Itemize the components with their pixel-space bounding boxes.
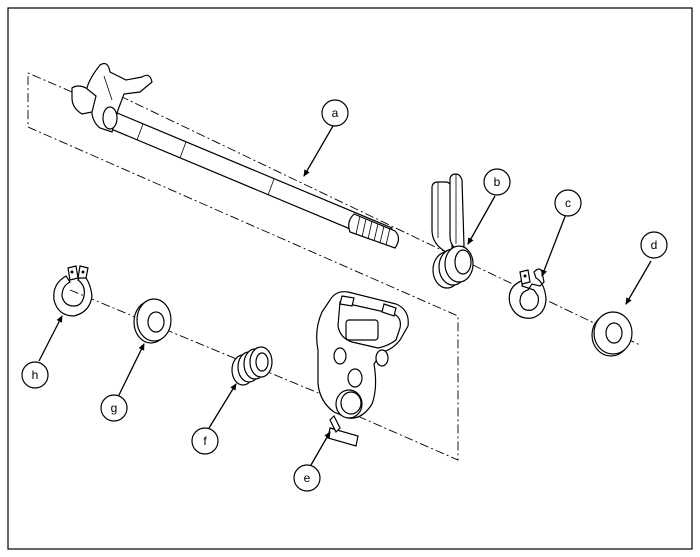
washer-d (591, 311, 633, 357)
circlip-c (508, 268, 547, 319)
washer-g (133, 298, 172, 344)
leader-lines (38, 125, 652, 466)
callout-a: a (321, 99, 349, 127)
callout-label: a (332, 106, 339, 120)
callout-f: f (191, 427, 219, 455)
callout-label: b (494, 175, 501, 189)
callout-g: g (100, 394, 128, 422)
shift-arm (316, 291, 409, 447)
callout-b: b (483, 168, 511, 196)
callout-c: c (554, 189, 582, 217)
callout-h: h (21, 361, 49, 389)
callout-label: h (32, 368, 39, 382)
diagram-frame (7, 7, 693, 550)
callout-label: c (565, 196, 571, 210)
callout-e: e (293, 464, 321, 492)
callout-label: f (203, 434, 207, 448)
circlip-h (53, 265, 93, 317)
callout-d: d (640, 231, 668, 259)
shift-shaft (71, 62, 400, 249)
small-spring (231, 346, 273, 386)
callout-label: e (304, 471, 311, 485)
reference-lines (27, 72, 641, 461)
callout-label: d (651, 238, 658, 252)
return-spring (431, 173, 474, 289)
callout-label: g (111, 401, 118, 415)
